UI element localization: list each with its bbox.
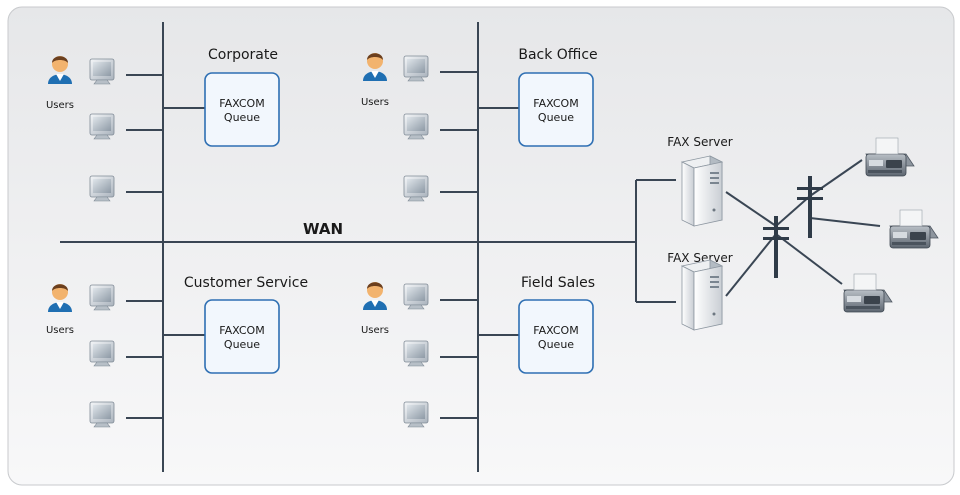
monitor-icon [403, 340, 429, 367]
fax-server-label: FAX Server [667, 251, 732, 265]
queue-label-line1: FAXCOM [219, 324, 264, 337]
monitor-icon [89, 340, 115, 367]
queue-label-line1: FAXCOM [533, 324, 578, 337]
faxcom-queue-box [204, 72, 280, 147]
network-lines [60, 22, 881, 472]
faxcom-queues [204, 72, 594, 374]
users-label: Users [361, 325, 389, 336]
site-title: Customer Service [184, 275, 308, 291]
queue-label-line1: FAXCOM [533, 97, 578, 110]
site-title: Field Sales [521, 275, 595, 291]
pole-link [775, 195, 811, 227]
users-label: Users [46, 100, 74, 111]
queue-label-line2: Queue [538, 338, 574, 351]
monitor-icon [403, 401, 429, 428]
queue-label-line1: FAXCOM [219, 97, 264, 110]
monitor-icon [89, 401, 115, 428]
monitor-icon [89, 284, 115, 311]
faxcom-queue-box [518, 72, 594, 147]
server2-to-pole [725, 233, 777, 297]
server1-to-pole [725, 191, 777, 227]
monitor-icon [403, 283, 429, 310]
fax-server-icon [681, 259, 723, 331]
pole-to-fax3 [775, 233, 843, 285]
faxcom-queue-box [518, 299, 594, 374]
site-title: Corporate [208, 47, 278, 63]
queue-label-line2: Queue [538, 111, 574, 124]
monitor-icon [403, 175, 429, 202]
monitor-icon [89, 175, 115, 202]
diagram-panel [7, 6, 955, 486]
fax-server-label: FAX Server [667, 135, 732, 149]
monitor-icon [89, 58, 115, 85]
fax-server-icon [681, 155, 723, 227]
monitor-icon [403, 55, 429, 82]
queue-label-line2: Queue [224, 338, 260, 351]
monitor-icon [403, 113, 429, 140]
wan-label: WAN [303, 220, 343, 238]
pole-to-fax2 [809, 217, 881, 227]
site-title: Back Office [518, 47, 597, 63]
users-label: Users [361, 97, 389, 108]
monitor-icon [89, 113, 115, 140]
users-label: Users [46, 325, 74, 336]
faxcom-queue-box [204, 299, 280, 374]
queue-label-line2: Queue [224, 111, 260, 124]
